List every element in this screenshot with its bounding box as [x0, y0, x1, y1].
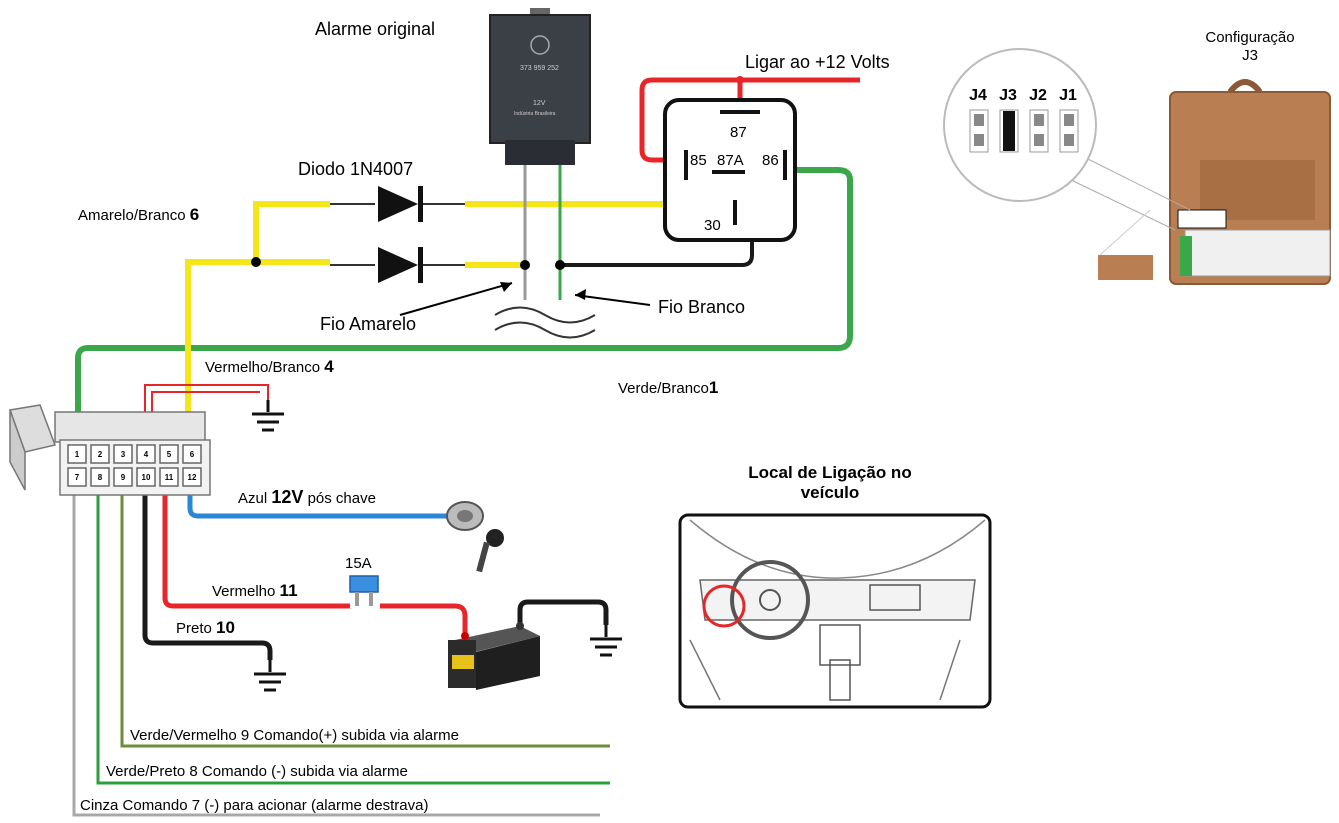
relay-pin-85: 85: [690, 152, 707, 169]
connector-pin-label: 7: [75, 473, 80, 482]
junction-dot: [520, 260, 530, 270]
connector-pin: [113, 444, 133, 464]
label-vermelho: Vermelho 11: [212, 581, 298, 600]
junction-dot: [251, 257, 261, 267]
connector-pin: [159, 444, 179, 464]
module-voltage: 12V: [533, 100, 546, 107]
relay: [663, 98, 797, 242]
arrow-fio-amarelo: [399, 282, 513, 316]
relay-pin-87: 87: [730, 124, 747, 141]
connector-pin-label: 9: [121, 473, 126, 482]
connector-pin-label: 6: [190, 450, 195, 459]
label-config-line2: J3: [1242, 47, 1258, 64]
connector-pin-label: 2: [98, 450, 103, 459]
relay-pin-30: 30: [704, 217, 721, 234]
wire-red-11: [162, 490, 468, 635]
label-config-line1: Configuração: [1205, 29, 1294, 46]
wire-battery-ground: [517, 599, 609, 630]
connector-pin-label: 1: [75, 450, 80, 459]
jumper-pin: [974, 114, 984, 126]
connector-pin: [67, 444, 87, 464]
junction-dot: [736, 76, 744, 84]
label-vermelho-branco: Vermelho/Branco 4: [205, 357, 334, 376]
connector-pin-label: 3: [121, 450, 126, 459]
jumper-pin: [1064, 134, 1074, 146]
jumper-label: J4: [969, 87, 987, 104]
label-azul: Azul 12V pós chave: [238, 487, 376, 507]
module-maker: Indústria Brasileira: [514, 111, 556, 117]
connector-pin: [182, 467, 202, 487]
label-local-line1: Local de Ligação no: [748, 463, 911, 482]
connector-pin-label: 11: [165, 473, 174, 482]
wire-green-white-1: [75, 167, 853, 453]
label-verde-vermelho: Verde/Vermelho 9 Comando(+) subida via a…: [130, 727, 459, 744]
jumper-pin: [1034, 134, 1044, 146]
label-fio-amarelo: Fio Amarelo: [320, 314, 416, 334]
label-alarme-original: Alarme original: [315, 19, 435, 39]
connector-pin-label: 8: [98, 473, 103, 482]
diode-leads: [330, 203, 465, 266]
jumper-label: J3: [999, 87, 1017, 104]
connector-pin: [90, 444, 110, 464]
jumper-pin: [974, 134, 984, 146]
label-cinza: Cinza Comando 7 (-) para acionar (alarme…: [80, 797, 428, 814]
label-amarelo-branco: Amarelo/Branco 6: [78, 205, 199, 224]
connector-pin-label: 12: [188, 473, 197, 482]
arrow-fio-branco: [574, 294, 651, 306]
diode-top: [378, 186, 423, 222]
jumper-label: J1: [1059, 87, 1077, 104]
jumper-label: J2: [1029, 87, 1047, 104]
main-connector: [8, 404, 211, 496]
connector-pin: [136, 444, 156, 464]
connector-pin: [159, 467, 179, 487]
label-local-line2: veículo: [801, 483, 860, 502]
wire-gray-7: [72, 490, 600, 817]
configuration-module: [943, 48, 1331, 285]
connector-pin: [113, 467, 133, 487]
diode-bottom: [378, 247, 423, 283]
vehicle-interior-illustration: [678, 513, 992, 709]
module-code: 373 959 252: [520, 65, 559, 72]
jumper-pin: [1034, 114, 1044, 126]
wire-break: [494, 306, 596, 339]
ignition-key-icon: [446, 501, 504, 573]
alarm-original-module: [489, 8, 591, 165]
label-fio-branco: Fio Branco: [658, 297, 745, 317]
label-ligar-12v: Ligar ao +12 Volts: [745, 52, 890, 72]
connector-pin: [90, 467, 110, 487]
relay-pin-87a: 87A: [717, 152, 744, 169]
wire-green-black-8: [96, 490, 610, 785]
label-diodo: Diodo 1N4007: [298, 159, 413, 179]
connector-pin-label: 4: [144, 450, 149, 459]
jumper-pin: [1064, 114, 1074, 126]
wire-green-red-9: [120, 490, 610, 748]
wire-black-10: [142, 490, 273, 660]
label-verde-preto: Verde/Preto 8 Comando (-) subida via ala…: [106, 763, 408, 780]
jumper-cap: [1003, 111, 1015, 151]
connector-pin: [182, 444, 202, 464]
wire-yellow-white-6: [185, 201, 330, 453]
label-verde-branco: Verde/Branco1: [618, 378, 718, 397]
junction-dot: [555, 260, 565, 270]
connector-pin: [136, 467, 156, 487]
wire-blue: [187, 490, 450, 519]
connector-pin-label: 5: [167, 450, 172, 459]
ground-symbol: [254, 660, 286, 692]
ground-symbol: [590, 625, 622, 657]
ground-symbol: [252, 400, 284, 432]
battery-icon: [448, 622, 540, 690]
label-preto: Preto 10: [176, 618, 235, 637]
connector-pin-label: 10: [142, 473, 151, 482]
fuse-icon: [349, 575, 379, 606]
label-fuse: 15A: [345, 555, 372, 572]
relay-pin-86: 86: [762, 152, 779, 169]
connector-pin: [67, 467, 87, 487]
